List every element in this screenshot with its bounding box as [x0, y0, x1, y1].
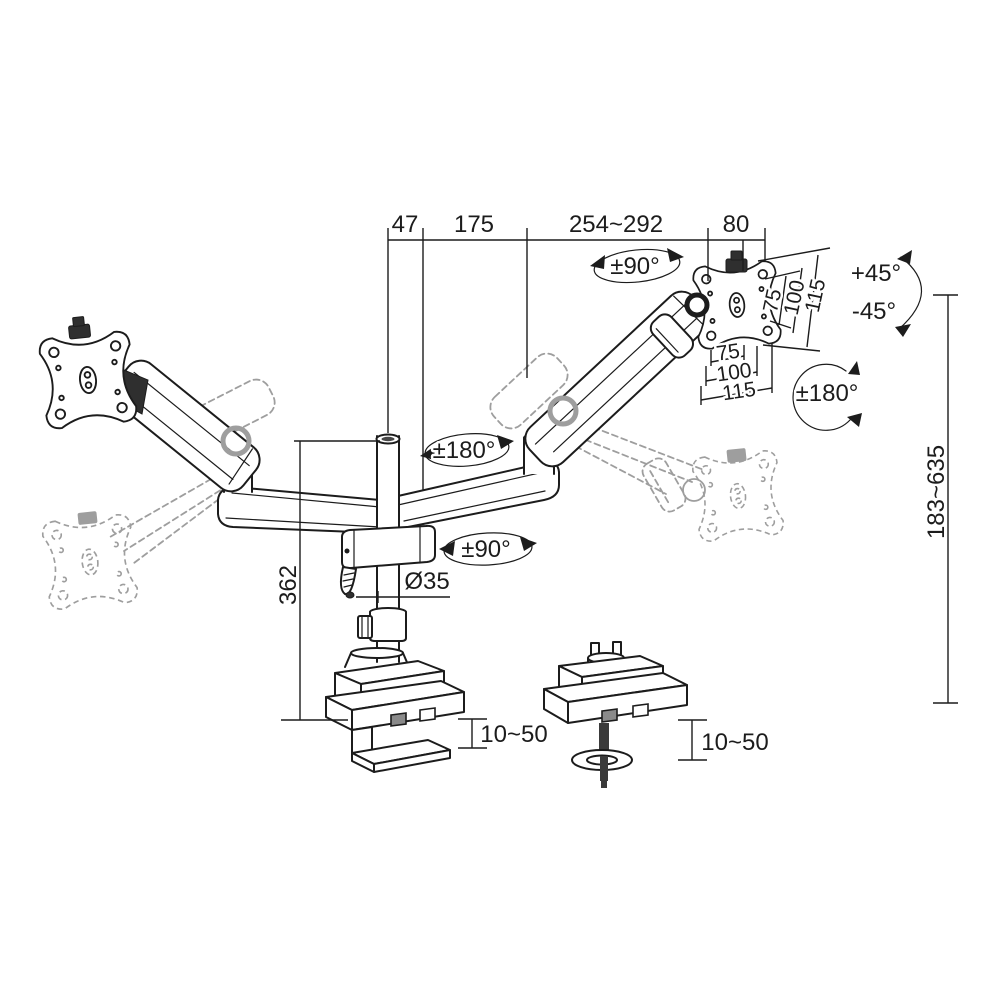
swivel-angle-base: ±90° — [439, 532, 537, 566]
vesa-bottom-dimensions: 75 100 115 — [700, 337, 773, 408]
rotation-angle-mid: ±180° — [420, 433, 514, 467]
grommet-range-dimension: 10~50 — [678, 719, 771, 761]
phantom-joint-ring-icon — [682, 478, 706, 502]
collar-lever — [339, 566, 357, 599]
tilt-angle: +45° -45° — [848, 250, 923, 337]
angle-label-tilt-up: +45° — [851, 260, 901, 287]
top-dimension-chain: 47 175 254~292 80 — [387, 209, 766, 491]
usb-port-icon — [390, 712, 407, 727]
dim-label-183-635: 183~635 — [923, 445, 950, 539]
usb-port-icon — [601, 708, 618, 723]
tilt-joint-ring-icon — [684, 292, 710, 318]
dim-label-254-292: 254~292 — [569, 211, 663, 238]
dim-label-80: 80 — [723, 211, 750, 238]
pole-diameter-dimension: Ø35 — [356, 566, 452, 603]
dim-label-vesa-bottom-75: 75 — [715, 340, 741, 366]
height-range-dimension: 183~635 — [921, 294, 958, 704]
grommet-bolt — [599, 723, 609, 759]
dim-label-pole-diameter: Ø35 — [404, 568, 449, 595]
c-clamp-mount — [325, 647, 465, 773]
vesa-rotation-angle: ±180° — [792, 361, 862, 431]
rotation-arrow-icon — [792, 363, 851, 431]
angle-label-swivel-base: ±90° — [461, 536, 510, 563]
height-adjust-ring — [357, 607, 407, 642]
dim-label-47: 47 — [392, 211, 419, 238]
right-vesa-knob-icon — [725, 250, 748, 273]
cable-clip — [649, 313, 695, 359]
rotation-arrow-icon — [593, 248, 681, 284]
angle-label-rotate-mid: ±180° — [433, 437, 496, 464]
angle-label-vesa-rotate: ±180° — [796, 380, 859, 407]
dim-label-grommet-range: 10~50 — [701, 729, 768, 756]
pole-collar — [339, 524, 436, 599]
left-vesa-plate — [37, 329, 139, 431]
angle-label-tilt-down: -45° — [852, 298, 896, 325]
grommet-mount — [543, 641, 688, 788]
collar-screw-icon — [344, 548, 350, 554]
usb-port-icon — [632, 703, 649, 718]
phantom-right-vesa-knob-icon — [726, 448, 747, 463]
dim-label-clamp-range: 10~50 — [480, 721, 547, 748]
phantom-right-vesa-plate — [690, 448, 786, 544]
angle-label-swivel-top: ±90° — [610, 253, 659, 280]
pole-height-dimension: 362 — [273, 440, 380, 721]
left-lower-arm — [217, 486, 381, 534]
curved-arrow-icon — [898, 256, 923, 330]
swivel-angle-top: ±90° — [590, 248, 684, 284]
dim-label-vesa-bottom-115: 115 — [721, 378, 757, 405]
left-vesa-knob-icon — [68, 316, 91, 340]
usb-port-icon — [419, 707, 436, 722]
gas-spring-ring-icon — [547, 395, 579, 427]
clamp-range-dimension: 10~50 — [458, 718, 550, 751]
phantom-left-vesa-knob-icon — [77, 511, 98, 525]
gas-spring-ring-icon — [220, 425, 252, 457]
dim-label-175: 175 — [454, 211, 494, 238]
dim-label-362: 362 — [275, 565, 302, 605]
